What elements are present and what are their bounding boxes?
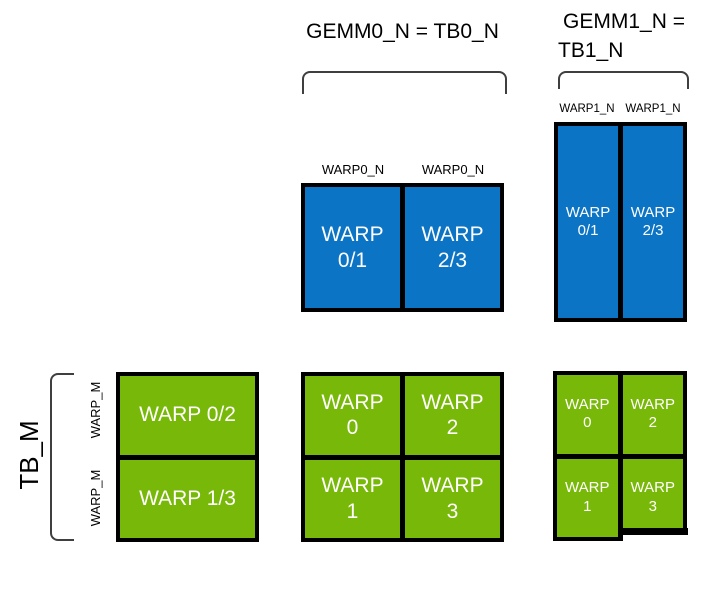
warp-cell-line1: WARP [565, 203, 611, 221]
warp0-n-label-right: WARP0_N [421, 162, 485, 177]
warp-cell-3-bottom-border [618, 528, 688, 535]
warp0-n-label-left: WARP0_N [321, 162, 385, 177]
warp-cell-1: WARP 1 [557, 458, 618, 537]
warp-cell-line1: WARP [630, 479, 675, 497]
warp-cell-line2: 0/1 [577, 222, 599, 239]
warp-cell-line1: WARP [630, 395, 675, 413]
warp-cell-2-3: WARP 2/3 [405, 187, 500, 308]
gemm1-warp-grid-block: WARP 0 WARP 2 WARP 1 WARP 3 [553, 371, 687, 541]
gemm0-warp-tiles-n-block: WARP 0/1 WARP 2/3 [301, 183, 504, 312]
gemm0-warp-grid-block: WARP 0 WARP 2 WARP 1 WARP 3 [301, 372, 504, 542]
warp-cell-line1: WARP [321, 390, 384, 414]
warp-cell-line2: 0/1 [337, 248, 368, 272]
warp-cell-line2: 0 [346, 416, 359, 440]
warp-cell-2: WARP 2 [405, 376, 500, 455]
warp-cell-line2: 2/3 [642, 222, 664, 239]
warp-cell-line2: 3 [446, 499, 459, 523]
warp-cell-line1: WARP [421, 222, 484, 246]
warp-m-label-row1: WARP_M [87, 469, 103, 527]
warp-cell-0-1: WARP 0/1 [558, 126, 618, 318]
warp-cell-0: WARP 0 [557, 375, 618, 454]
warp-cell-2-3: WARP 2/3 [623, 126, 683, 318]
warp-cell-line2: 2 [648, 414, 657, 432]
warp-cell-line1: WARP [565, 479, 610, 497]
background-patch [623, 535, 690, 545]
warp1-n-label-right: WARP1_N [625, 103, 681, 115]
tb-warp-tiles-m-block: WARP 0/2 WARP 1/3 [116, 372, 259, 542]
gemm0-n-title: GEMM0_N = TB0_N [306, 20, 499, 43]
tb-m-label: TB_M [13, 420, 44, 490]
warp-cell-line2: 3 [648, 497, 657, 515]
gemm0-n-bracket [302, 71, 507, 94]
tb-m-bracket [50, 373, 74, 541]
warp-cell-2: WARP 2 [622, 375, 683, 454]
warp-cell-line2: 0 [583, 414, 592, 432]
warp-cell-line2: 2/3 [437, 248, 468, 272]
warp-cell-line1: WARP [321, 222, 384, 246]
gemm1-n-title-line1: GEMM1_N = [563, 10, 685, 33]
warp-cell-line1: WARP 1/3 [139, 486, 236, 510]
warp-cell-line1: WARP [565, 395, 610, 413]
warp-cell-line2: 1 [583, 497, 592, 515]
warp-m-label-row0: WARP_M [87, 381, 103, 439]
warp-cell-line1: WARP [321, 474, 384, 498]
warp-cell-0-2: WARP 0/2 [120, 376, 255, 455]
warp-cell-line2: 1 [346, 499, 359, 523]
warp-cell-line2: 2 [446, 416, 459, 440]
gemm1-n-bracket [558, 71, 689, 89]
warp-cell-line1: WARP [421, 474, 484, 498]
warp-cell-3: WARP 3 [405, 459, 500, 538]
warp-cell-1-3: WARP 1/3 [120, 459, 255, 538]
warp-cell-3: WARP 3 [622, 458, 683, 537]
warp1-n-label-left: WARP1_N [559, 103, 615, 115]
warp-cell-0: WARP 0 [305, 376, 400, 455]
warp-cell-line1: WARP 0/2 [139, 403, 236, 427]
gemm1-warp-tiles-n-block: WARP 0/1 WARP 2/3 [554, 122, 687, 322]
warp-cell-line1: WARP [630, 203, 676, 221]
warp-cell-0-1: WARP 0/1 [305, 187, 400, 308]
gemm1-n-title-line2: TB1_N [558, 39, 624, 62]
warp-cell-1: WARP 1 [305, 459, 400, 538]
warp-cell-line1: WARP [421, 390, 484, 414]
